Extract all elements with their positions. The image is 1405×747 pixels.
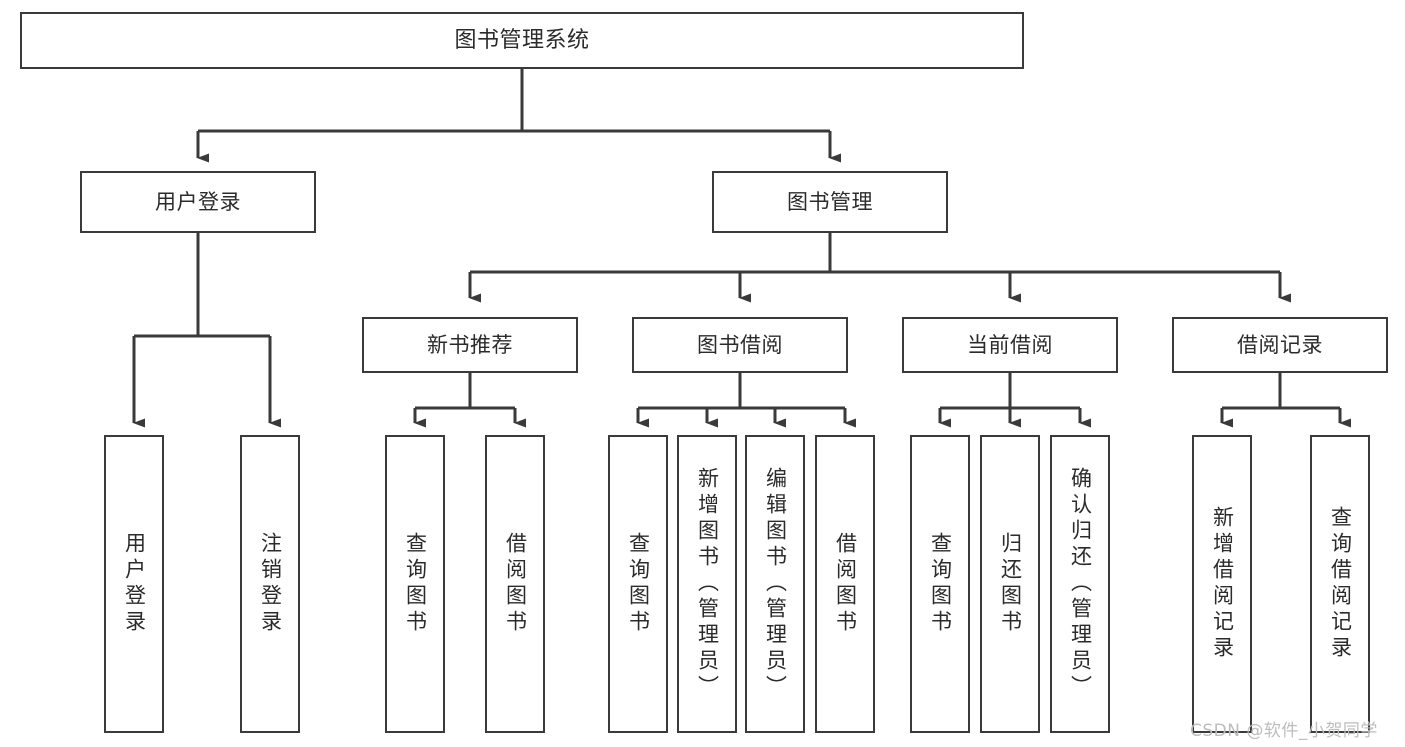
node-label: 图书管理系统 — [454, 27, 590, 53]
leaf-add-borrow-record[interactable]: 新增借阅记录 — [1192, 435, 1252, 733]
node-book-borrowing[interactable]: 图书借阅 — [632, 317, 848, 373]
node-new-book-recommendation[interactable]: 新书推荐 — [362, 317, 578, 373]
node-current-borrowing[interactable]: 当前借阅 — [902, 317, 1118, 373]
leaf-query-books-recommend[interactable]: 查询图书 — [385, 435, 445, 733]
node-label: 借阅记录 — [1237, 332, 1323, 357]
node-label: 当前借阅 — [967, 332, 1053, 357]
node-label: 查询借阅记录 — [1328, 506, 1353, 662]
node-label: 新增图书（管理员） — [695, 467, 720, 701]
node-label: 图书管理 — [787, 189, 873, 214]
leaf-borrow-books-recommend[interactable]: 借阅图书 — [485, 435, 545, 733]
leaf-query-books-borrow[interactable]: 查询图书 — [608, 435, 668, 733]
node-label: 注销登录 — [258, 532, 283, 636]
leaf-borrow-books[interactable]: 借阅图书 — [815, 435, 875, 733]
leaf-return-books[interactable]: 归还图书 — [980, 435, 1040, 733]
leaf-query-books-current[interactable]: 查询图书 — [910, 435, 970, 733]
node-root-book-management-system[interactable]: 图书管理系统 — [20, 12, 1024, 69]
node-label: 查询图书 — [403, 532, 428, 636]
node-borrow-records[interactable]: 借阅记录 — [1172, 317, 1388, 373]
leaf-user-login[interactable]: 用户登录 — [104, 435, 164, 733]
node-label: 新书推荐 — [427, 332, 513, 357]
node-label: 用户登录 — [122, 532, 147, 636]
node-label: 图书借阅 — [697, 332, 783, 357]
node-label: 查询图书 — [626, 532, 651, 636]
leaf-confirm-return-admin[interactable]: 确认归还（管理员） — [1050, 435, 1110, 733]
node-label: 确认归还（管理员） — [1068, 467, 1093, 701]
leaf-query-borrow-record[interactable]: 查询借阅记录 — [1310, 435, 1370, 733]
leaf-logout[interactable]: 注销登录 — [240, 435, 300, 733]
leaf-edit-book-admin[interactable]: 编辑图书（管理员） — [745, 435, 805, 733]
node-label: 查询图书 — [928, 532, 953, 636]
node-label: 编辑图书（管理员） — [763, 467, 788, 701]
node-label: 借阅图书 — [833, 532, 858, 636]
node-book-management[interactable]: 图书管理 — [712, 171, 948, 233]
node-label: 归还图书 — [998, 532, 1023, 636]
node-user-login[interactable]: 用户登录 — [80, 171, 316, 233]
node-label: 新增借阅记录 — [1210, 506, 1235, 662]
node-label: 用户登录 — [155, 189, 241, 214]
node-label: 借阅图书 — [503, 532, 528, 636]
leaf-add-book-admin[interactable]: 新增图书（管理员） — [677, 435, 737, 733]
